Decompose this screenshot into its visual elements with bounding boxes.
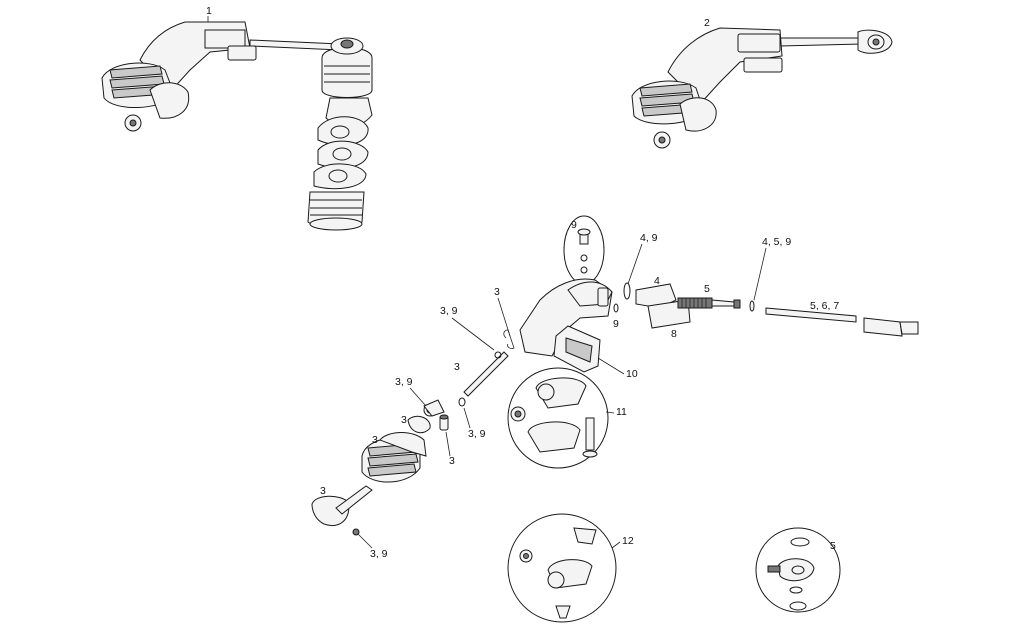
exploded-shifter-parts [311,215,919,623]
assembly-1-shifter-with-clamp [101,21,373,231]
callout-3-e: 3 [449,455,455,467]
callout-12: 12 [622,535,634,547]
callout-4-5-9: 4, 5, 9 [762,236,791,248]
callout-3-9-a: 3, 9 [440,305,458,317]
detail-9-callout-ellipse [563,215,605,285]
callout-5-mid: 5 [704,283,710,295]
callout-3-9-d: 3, 9 [370,548,388,560]
leader-3-9-a [451,317,495,351]
callout-3-top: 3 [494,286,500,298]
callout-8: 8 [671,328,677,340]
callout-3-c: 3 [401,414,407,426]
leader-3-9-b [409,387,427,407]
callout-9-top: 9 [571,219,577,231]
leader-11 [605,411,615,414]
callout-4: 4 [654,275,660,287]
leader-3-e [445,431,451,457]
callout-3-d: 3 [372,434,378,446]
detail-12-circle [507,513,617,623]
callout-3-9-c: 3, 9 [468,428,486,440]
callout-11: 11 [616,406,627,418]
callout-1: 1 [206,5,212,17]
callout-9-mid: 9 [613,318,619,330]
leader-4-9 [627,243,643,285]
callout-5-6-7: 5, 6, 7 [810,300,839,312]
callout-2: 2 [704,17,710,29]
leader-12 [611,541,621,549]
callout-3-mid: 3 [454,361,460,373]
leader-4-5-9 [753,247,767,301]
spring-5 [677,297,741,309]
leader-3-9-c [463,407,471,429]
detail-5-cable-fitting [755,527,841,613]
callout-3-9-b: 3, 9 [395,376,413,388]
leader-3-top [497,297,511,337]
assembly-2-shifter-with-cable [631,27,893,149]
cable-end-fitting [857,29,893,54]
callout-10: 10 [626,368,638,380]
callout-4-9: 4, 9 [640,232,658,244]
detail-11-circle [507,367,609,469]
shift-paddle-stack [361,432,427,483]
callout-5-detail: 5 [830,540,836,552]
leader-3-9-d [357,533,373,549]
callout-3-f: 3 [320,485,326,497]
leader-10 [597,357,625,375]
